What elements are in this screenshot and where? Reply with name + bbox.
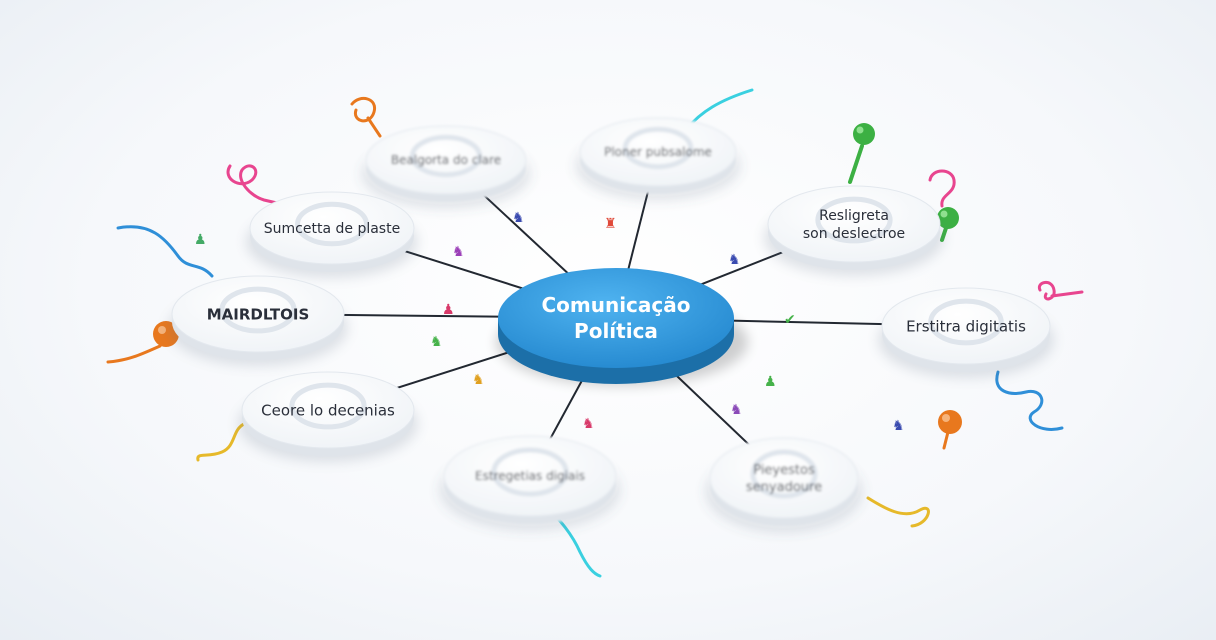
node-inset-ring [491, 447, 569, 497]
topic-node[interactable]: MAIRDLTOIS [168, 275, 348, 366]
thread-icon [226, 164, 292, 208]
svg-text:♞: ♞ [512, 210, 525, 226]
node-inset-ring [409, 134, 483, 178]
svg-text:♞: ♞ [892, 418, 905, 434]
node-disc [881, 287, 1051, 365]
node-inset-ring [622, 126, 694, 170]
svg-text:♞: ♞ [730, 402, 743, 418]
node-label: Sumcetta de plaste [264, 221, 400, 237]
node-label: Resligreta [819, 208, 889, 224]
node-inset-ring [750, 449, 818, 499]
thread-icon [995, 370, 1064, 431]
topic-node[interactable]: Estregetias digiais [440, 435, 620, 530]
node-label: Erstitra digitatis [906, 317, 1026, 335]
svg-text:♞: ♞ [582, 416, 595, 432]
center-hub[interactable]: Comunicação Política [496, 268, 748, 386]
node-inset-ring [815, 196, 893, 244]
svg-text:♟: ♟ [442, 302, 455, 318]
svg-text:♞: ♞ [430, 334, 443, 350]
center-title-line-2: Política [574, 319, 658, 343]
node-disc [365, 125, 527, 195]
node-label: Ceore lo decenias [261, 401, 395, 419]
topic-node[interactable]: Pieyestos senyadoure [706, 437, 862, 532]
svg-text:♞: ♞ [728, 252, 741, 268]
topic-node[interactable]: Bealgorta do clare [362, 125, 530, 208]
topic-node[interactable]: Resligreta son deslectroe [764, 185, 944, 276]
svg-text:♞: ♞ [472, 372, 485, 388]
pin-icon [938, 410, 962, 450]
pin-icon [848, 123, 875, 184]
topic-nodes: Bealgorta do clare Ploner pubsalomeReslig… [168, 117, 1054, 532]
node-label: Ploner pubsalome [604, 145, 712, 159]
topic-node[interactable]: Ploner pubsalome [576, 117, 740, 200]
decorations: ♟ ♞ ♞ ♜ ♞ ♟ ♞ ✔ ♞ ♞ ♞ ♟ ♞ [106, 88, 1084, 578]
svg-text:♟: ♟ [764, 374, 777, 390]
topic-node[interactable]: Ceore lo decenias [238, 371, 418, 462]
svg-text:✔: ✔ [784, 312, 796, 328]
node-disc [249, 191, 415, 265]
pin-icon [937, 207, 959, 242]
svg-text:♟: ♟ [194, 232, 207, 248]
node-disc [709, 437, 859, 519]
thread-icon [1037, 281, 1084, 301]
node-label: Estregetias digiais [475, 469, 585, 483]
node-label: Pieyestos [753, 463, 815, 478]
thread-icon [866, 496, 930, 528]
node-disc [579, 117, 737, 187]
node-inset-ring [928, 298, 1004, 346]
node-disc [241, 371, 415, 449]
svg-text:♜: ♜ [604, 216, 617, 232]
topic-node[interactable]: Erstitra digitatis [878, 287, 1054, 378]
thread-icon [116, 225, 214, 278]
node-disc [767, 185, 941, 263]
node-label: son deslectroe [803, 226, 905, 242]
center-title-line-1: Comunicação [541, 293, 690, 317]
node-disc [443, 435, 617, 517]
svg-text:♞: ♞ [452, 244, 465, 260]
node-inset-ring [289, 382, 367, 430]
node-inset-ring [295, 201, 369, 247]
node-label: MAIRDLTOIS [207, 305, 310, 323]
topic-node[interactable]: Sumcetta de plaste [246, 191, 418, 278]
node-label: Bealgorta do clare [391, 153, 501, 167]
node-inset-ring [219, 286, 297, 334]
people-icon: ♟ ♞ ♞ ♜ ♞ ♟ ♞ ✔ ♞ ♞ ♞ ♟ ♞ [194, 210, 905, 434]
node-disc [171, 275, 345, 353]
thread-icon [350, 96, 382, 138]
node-label: senyadoure [746, 480, 822, 495]
thread-icon [928, 169, 956, 208]
